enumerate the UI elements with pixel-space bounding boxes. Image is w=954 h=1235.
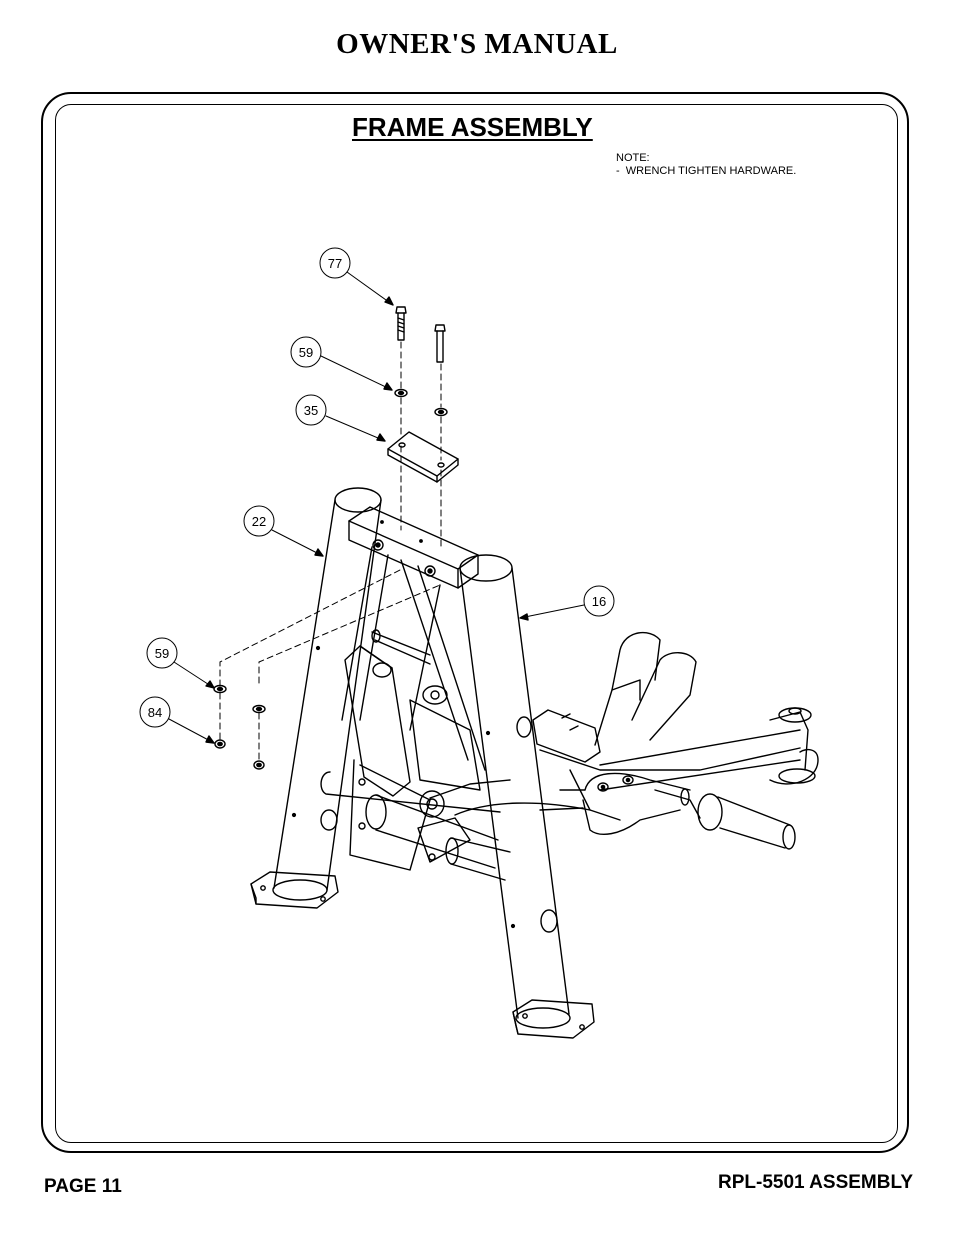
note-heading: NOTE: — [616, 152, 650, 164]
callout-22 — [243, 505, 324, 557]
washer-59-upper — [394, 388, 448, 417]
bolt-77-right — [434, 324, 446, 363]
callout-label-35: 35 — [304, 403, 318, 418]
nut-84 — [214, 739, 265, 770]
outer-border — [41, 92, 909, 1153]
section-title: FRAME ASSEMBLY — [352, 112, 593, 142]
top-crossbar — [348, 506, 479, 589]
note-line: - WRENCH TIGHTEN HARDWARE. — [616, 165, 797, 177]
bottom-base — [320, 759, 591, 881]
plate-35 — [387, 431, 459, 483]
callout-label-77: 77 — [328, 256, 342, 271]
pivot-linkage — [344, 629, 481, 797]
manual-title: OWNER'S MANUAL — [336, 28, 618, 60]
left-leg-22 — [250, 487, 382, 909]
callout-label-16: 16 — [592, 594, 606, 609]
page-number: PAGE 11 — [44, 1176, 122, 1197]
callout-label-59-upper: 59 — [299, 345, 313, 360]
callout-59-upper — [290, 336, 393, 391]
handlebar — [539, 772, 796, 850]
document-title: RPL-5501 ASSEMBLY — [718, 1172, 913, 1193]
inner-braces — [341, 546, 486, 771]
bolt-77-left — [395, 306, 407, 341]
callout-77 — [319, 247, 394, 306]
washer-59-lower — [213, 684, 266, 714]
right-leg-16 — [459, 554, 595, 1039]
callout-35 — [295, 394, 386, 442]
assembly-note: NOTE: - WRENCH TIGHTEN HARDWARE. — [616, 152, 796, 178]
callout-label-84: 84 — [148, 705, 162, 720]
callout-16 — [519, 585, 615, 621]
callout-label-22: 22 — [252, 514, 266, 529]
seat-arm — [532, 631, 819, 821]
inner-border — [55, 104, 898, 1143]
callout-59-lower — [146, 637, 215, 689]
callout-label-59-lower: 59 — [155, 646, 169, 661]
callout-84 — [139, 696, 215, 744]
